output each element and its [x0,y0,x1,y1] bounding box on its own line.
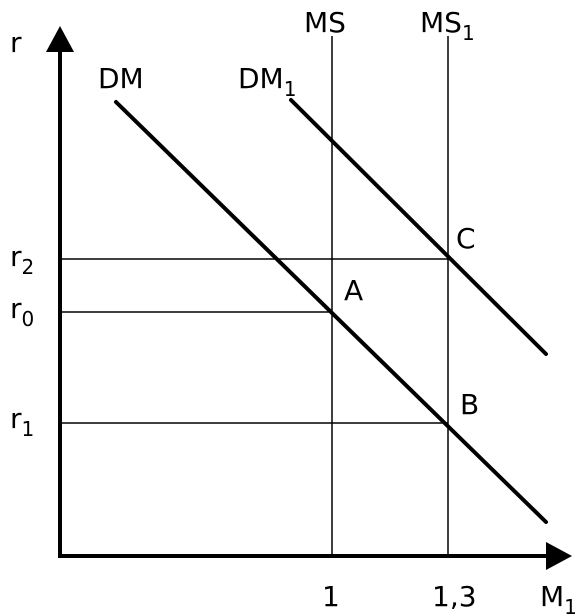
y-axis-label: r [10,26,22,59]
r0-label-sub: 0 [22,307,35,331]
r2-label: r2 [10,240,34,279]
dm1-label-sub: 1 [284,77,297,101]
ms1-label: MS1 [420,6,475,45]
x-axis-label-base: M [540,580,564,613]
point-a-label: A [344,274,363,307]
ms1-label-base: MS [420,6,462,39]
y-axis-arrow [46,26,74,52]
point-c-label: C [456,222,476,255]
x-tick-1: 1 [322,580,340,613]
r0-label-base: r [10,292,22,325]
x-axis-arrow [546,542,572,570]
dm1-label-base: DM [238,62,284,95]
dm1-curve [289,98,548,356]
x-tick-1-3: 1,3 [432,580,477,613]
dm1-label: DM1 [238,62,296,101]
ms-label: MS [304,6,346,39]
r2-label-base: r [10,240,22,273]
r1-label: r1 [10,402,34,441]
x-axis-label: M1 [540,580,577,616]
dm-label: DM [98,62,144,95]
ms1-label-sub: 1 [462,21,475,45]
x-axis-label-sub: 1 [564,595,577,616]
point-b-label: B [460,388,479,421]
dm-curve [114,100,548,524]
r2-label-sub: 2 [22,255,35,279]
r1-label-base: r [10,402,22,435]
r0-label: r0 [10,292,34,331]
r1-label-sub: 1 [22,417,35,441]
